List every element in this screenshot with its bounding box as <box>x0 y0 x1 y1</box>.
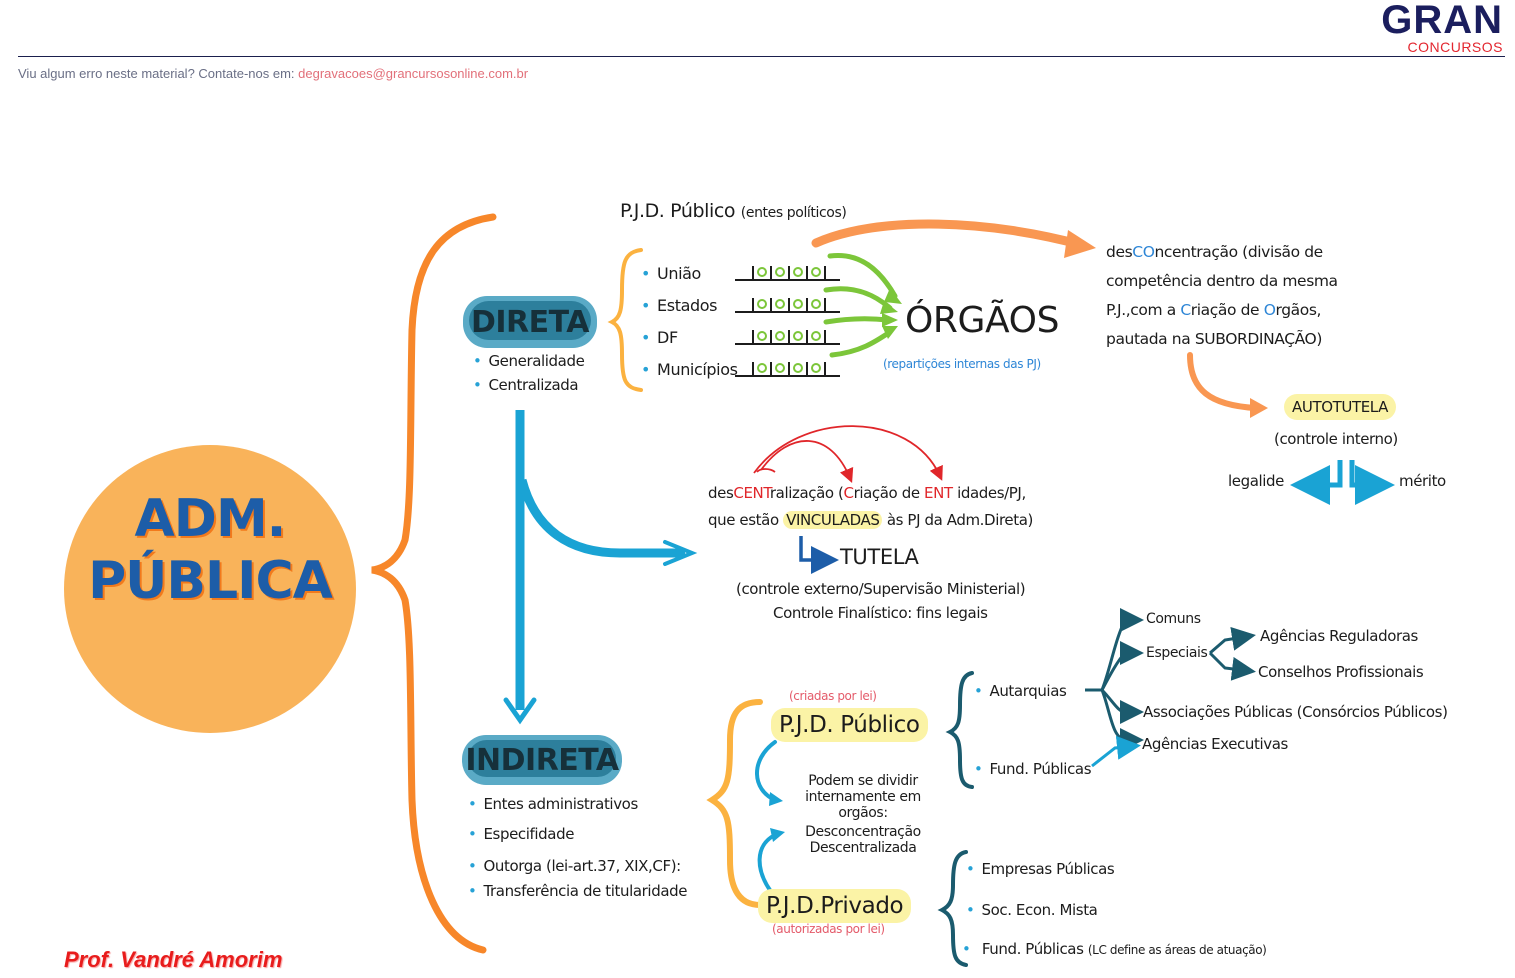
contact-email-link[interactable]: degravacoes@grancursosonline.com.br <box>298 66 529 81</box>
publico-brace <box>945 671 974 789</box>
central-title-line2: PÚBLICA <box>88 551 333 611</box>
author-credit: Prof. Vandré Amorim <box>64 947 283 972</box>
ente-uniao: União <box>641 264 701 283</box>
agencias-executivas: Agências Executivas <box>1142 735 1288 753</box>
indireta-bullet-1: Entes administrativos <box>468 795 638 813</box>
agencias-reguladoras: Agências Reguladoras <box>1260 627 1418 645</box>
orgao-boxes <box>735 266 840 377</box>
autotutela-note: (controle interno) <box>1274 430 1398 448</box>
ente-estados: Estados <box>641 296 717 315</box>
central-topic-circle <box>64 445 356 733</box>
middle-explanation: Podem se dividir internamente em orgãos:… <box>805 773 921 856</box>
autotutela-arrow <box>1187 352 1258 411</box>
direta-label: DIRETA <box>470 304 590 340</box>
orgaos-note: (repartições internas das PJ) <box>883 357 1041 371</box>
pjd-publico-indireta: P.J.D. Público <box>771 708 928 742</box>
direta-bullet-2: Centralizada <box>473 376 578 394</box>
pjd-publico-note: (entes políticos) <box>740 205 847 221</box>
tutela-title: TUTELA <box>840 545 919 569</box>
autarquias: Autarquias <box>974 682 1066 700</box>
orgaos-title: ÓRGÃOS <box>905 300 1060 341</box>
ente-df: DF <box>641 328 678 347</box>
fund-publicas-privado: Fund. Públicas (LC define as áreas de at… <box>962 940 1267 958</box>
direta-pill: DIRETA <box>463 296 597 348</box>
soc-econ-mista: Soc. Econ. Mista <box>966 901 1097 919</box>
autarquias-especiais: Especiais <box>1146 645 1208 661</box>
indireta-label: INDIRETA <box>465 742 619 778</box>
desconcentracao-arrow <box>811 219 1087 250</box>
privado-brace <box>937 850 968 967</box>
indireta-bullet-4: Transferência de titularidade <box>468 882 687 900</box>
associacoes-publicas: Associações Públicas (Consórcios Público… <box>1143 703 1448 721</box>
pjd-brace <box>706 699 763 908</box>
desconcentracao-text: desCOncentração (divisão de competência … <box>1106 243 1338 348</box>
pjd-publico-direta-title: P.J.D. Público (entes políticos) <box>620 200 847 222</box>
entes-brace <box>607 248 643 392</box>
tutela-note-2: Controle Finalístico: fins legais <box>773 604 988 622</box>
main-brace <box>371 213 497 954</box>
autotutela-badge: AUTOTUTELA <box>1284 394 1396 420</box>
central-topic-title: ADM. PÚBLICA <box>64 488 356 612</box>
empresas-publicas: Empresas Públicas <box>966 860 1114 878</box>
header-divider <box>18 56 1505 57</box>
tutela-note-1: (controle externo/Supervisão Ministerial… <box>736 580 1026 598</box>
pjd-privado-note: (autorizadas por lei) <box>772 922 885 936</box>
fund-publicas-publico: Fund. Públicas <box>974 760 1091 778</box>
ente-municipios: Municípios <box>641 360 738 379</box>
indireta-bullet-2: Especifidade <box>468 825 574 843</box>
descentralizacao-text: desCENTralização (Criação de ENT idades/… <box>708 484 1033 529</box>
error-report-text: Viu algum erro neste material? Contate-n… <box>18 66 299 81</box>
logo-main: GRAN <box>1381 0 1503 42</box>
pjd-privado: P.J.D.Privado <box>758 889 912 923</box>
fund-publicas-note: (LC define as áreas de atuação) <box>1087 943 1267 957</box>
direta-bullet-1: Generalidade <box>473 352 584 370</box>
autarquias-comuns: Comuns <box>1146 611 1201 627</box>
logo-sub: CONCURSOS <box>1407 39 1503 55</box>
indireta-pill: INDIRETA <box>462 735 622 785</box>
central-title-line1: ADM. <box>134 489 287 549</box>
vinculadas-highlight: VINCULADAS <box>783 511 883 529</box>
conselhos-profissionais: Conselhos Profissionais <box>1258 663 1424 681</box>
descentralizacao-arrow <box>517 478 685 558</box>
gran-concursos-logo: GRAN CONCURSOS <box>1373 0 1503 56</box>
merito-label: mérito <box>1399 472 1446 490</box>
error-report-note: Viu algum erro neste material? Contate-n… <box>18 66 528 81</box>
pjd-publico-note-indireta: (criadas por lei) <box>789 689 877 703</box>
legalidade-label: legalide <box>1228 472 1284 490</box>
indireta-bullet-3: Outorga (lei-art.37, XIX,CF): <box>468 857 681 875</box>
